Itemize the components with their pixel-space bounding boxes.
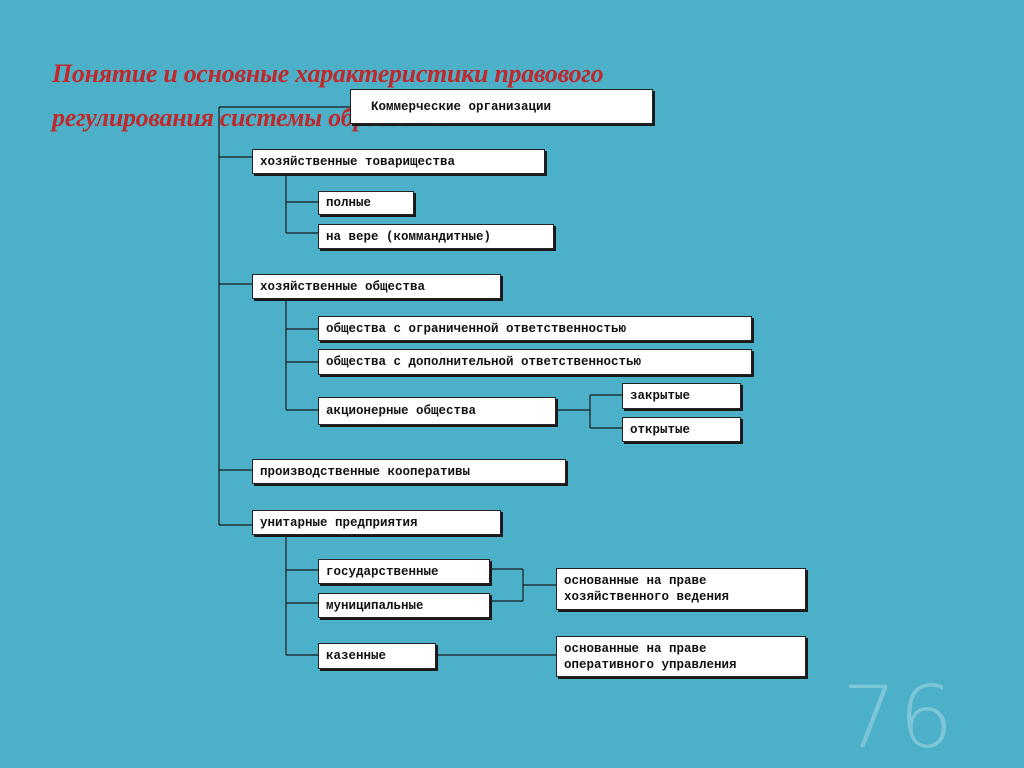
- box-label: закрытые: [630, 389, 691, 403]
- box-state-enterprises: государственные: [318, 559, 490, 584]
- box-treasury-enterprises: казенные: [318, 643, 436, 669]
- box-label-line-1: основанные на праве: [564, 574, 707, 588]
- box-label: унитарные предприятия: [260, 515, 418, 530]
- box-label: государственные: [326, 564, 439, 579]
- box-label: Коммерческие организации: [371, 99, 552, 114]
- box-unitary-enterprises: унитарные предприятия: [252, 510, 501, 535]
- box-label: общества с ограниченной ответственностью: [326, 321, 627, 336]
- box-alc: общества с дополнительной ответственност…: [318, 349, 752, 375]
- box-closed-jsc: закрытые: [622, 383, 741, 409]
- box-root-commercial-orgs: Коммерческие организации: [350, 89, 653, 124]
- box-llc: общества с ограниченной ответственностью: [318, 316, 752, 341]
- box-companies: хозяйственные общества: [252, 274, 501, 299]
- box-label: общества с дополнительной ответственност…: [326, 355, 642, 369]
- box-partnerships: хозяйственные товарищества: [252, 149, 545, 174]
- box-label: хозяйственные общества: [260, 279, 426, 294]
- box-production-coops: производственные кооперативы: [252, 459, 566, 484]
- box-label: хозяйственные товарищества: [260, 154, 456, 169]
- box-label-line-2: оперативного управления: [564, 657, 737, 672]
- box-label: производственные кооперативы: [260, 464, 471, 479]
- box-label: на вере (коммандитные): [326, 229, 492, 244]
- box-label: полные: [326, 196, 372, 210]
- box-label-line-1: основанные на праве: [564, 641, 707, 656]
- box-municipal-enterprises: муниципальные: [318, 593, 490, 618]
- box-label: акционерные общества: [326, 404, 477, 418]
- box-label: открытые: [630, 422, 691, 437]
- box-label-line-2: хозяйственного ведения: [564, 590, 730, 604]
- box-full-partnerships: полные: [318, 191, 414, 215]
- box-label: казенные: [326, 649, 387, 663]
- slide-title-line-1: Понятие и основные характеристики правов…: [52, 59, 604, 88]
- box-jsc: акционерные общества: [318, 397, 556, 425]
- box-economic-management: основанные на праве хозяйственного веден…: [556, 568, 806, 610]
- box-operational-management: основанные на праве оперативного управле…: [556, 636, 806, 677]
- box-limited-partnerships: на вере (коммандитные): [318, 224, 554, 249]
- slide-number: 76: [842, 668, 956, 768]
- box-label: муниципальные: [326, 598, 424, 613]
- box-open-jsc: открытые: [622, 417, 741, 442]
